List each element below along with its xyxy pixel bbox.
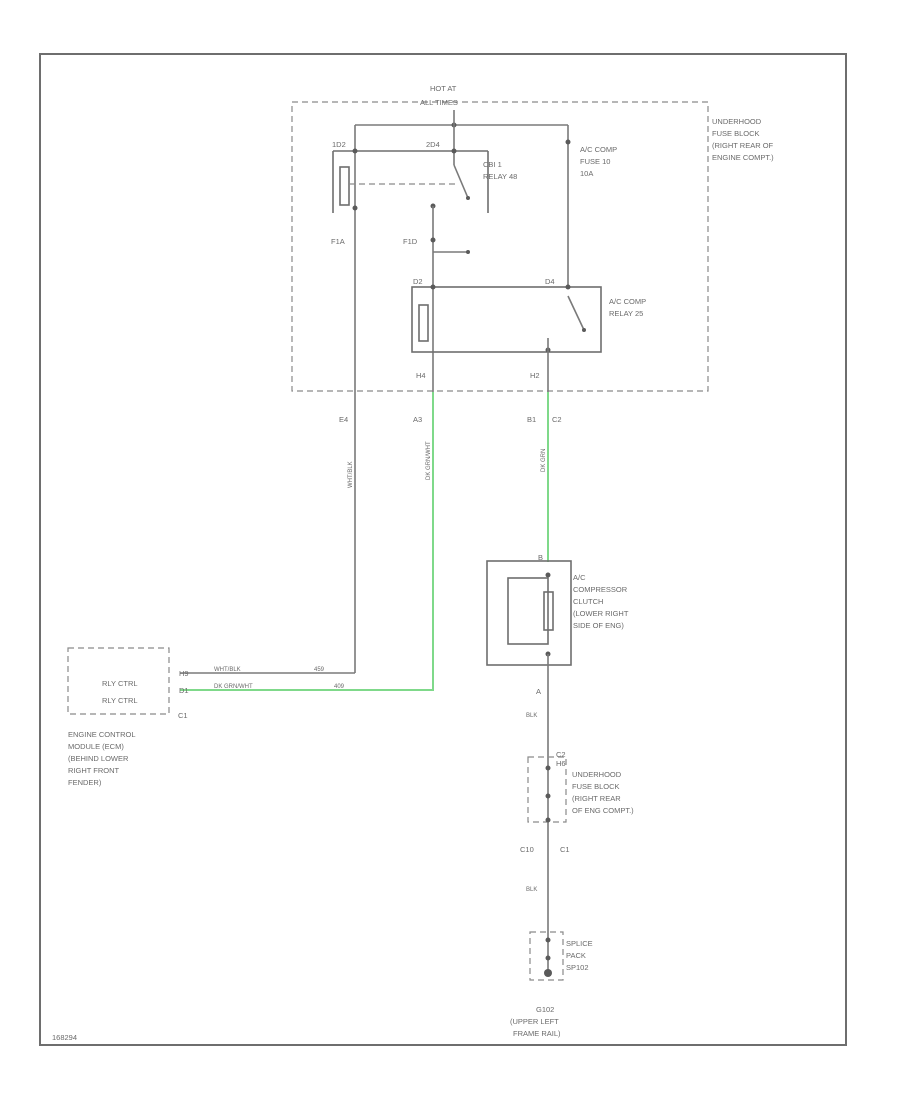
splice-name-1: SPLICE [566, 939, 593, 948]
ac-relay-coil [418, 304, 429, 342]
fuse-block-top-name-3: (RIGHT REAR OF [712, 141, 774, 150]
cbi-pin-bottom-left [352, 205, 358, 211]
wire-label-wht-blk: WHT/BLK [348, 461, 354, 488]
ac-fuse-line-2: FUSE 10 [580, 157, 610, 166]
bottom-block-h6: H6 [556, 759, 566, 768]
fuse-block-top-name-1: UNDERHOOD [712, 117, 762, 126]
bottom-block-c1: C1 [560, 845, 570, 854]
splice-name-3: SP102 [566, 963, 589, 972]
pin-f1d: F1D [403, 237, 418, 246]
diagram-frame [39, 53, 847, 1046]
ecm-name-5: FENDER) [68, 778, 102, 787]
splice-pin-mid [545, 955, 551, 961]
ac-clutch-pin-b [545, 572, 551, 578]
pin-d4: D4 [545, 277, 555, 286]
pin-h2: H2 [530, 371, 540, 380]
ecm-outline [67, 647, 170, 715]
ecm-name-1: ENGINE CONTROL [68, 730, 136, 739]
ac-relay-switch-arm [567, 295, 585, 331]
pin-f1a: F1A [331, 237, 345, 246]
ecm-name-3: (BEHIND LOWER [68, 754, 129, 763]
ac-clutch-pin-a-label: A [536, 687, 541, 696]
splice-pin-top [545, 937, 551, 943]
f1d-tap-end [466, 250, 470, 254]
ground-symbol [544, 969, 552, 977]
bottom-block-name-1: UNDERHOOD [572, 770, 622, 779]
ac-fuse-line-1: A/C COMP [580, 145, 617, 154]
bottom-block-name-2: FUSE BLOCK [572, 782, 620, 791]
hot-at-label-2: ALL TIMES [420, 98, 458, 107]
ac-relay-pin-right [565, 284, 571, 290]
fuse-block-top-name-4: ENGINE COMPT.) [712, 153, 774, 162]
ground-name-3: FRAME RAIL) [513, 1029, 561, 1038]
ac-relay-line-1: A/C COMP [609, 297, 646, 306]
cbi-relay-coil [339, 166, 350, 206]
wire-label-dk-grn-wht-h: DK GRN/WHT [214, 684, 253, 690]
bottom-block-name-4: OF ENG COMPT.) [572, 806, 634, 815]
circuit-459: 459 [314, 667, 325, 673]
wire-label-blk-2: BLK [526, 887, 537, 893]
f1d-pin [430, 237, 436, 243]
conn-c2: C2 [552, 415, 562, 424]
ac-clutch-inner [507, 577, 549, 645]
pin-1d2: 1D2 [332, 140, 346, 149]
ac-fuse-line-3: 10A [580, 169, 593, 178]
ground-name-1: G102 [536, 1005, 554, 1014]
ecm-name-2: MODULE (ECM) [68, 742, 124, 751]
cbi-relay-line-2: RELAY 48 [483, 172, 517, 181]
ac-fuse-pin [565, 139, 571, 145]
ac-clutch-name-1: A/C [573, 573, 586, 582]
bottom-block-pin-bottom [545, 817, 551, 823]
conn-e4: E4 [339, 415, 348, 424]
cbi-relay-contact [466, 196, 470, 200]
wire-label-blk-1: BLK [526, 713, 537, 719]
fuse-block-top-name-2: FUSE BLOCK [712, 129, 760, 138]
ac-relay-line-2: RELAY 25 [609, 309, 643, 318]
bottom-block-c10: C10 [520, 845, 534, 854]
underhood-fuse-block-top [291, 101, 709, 392]
cbi-pin-top-left [352, 148, 358, 154]
ac-relay-pin-left [430, 284, 436, 290]
ecm-rly-ctrl-2: RLY CTRL [102, 696, 138, 705]
ac-clutch-box [486, 560, 572, 666]
wire-label-wht-blk-h: WHT/BLK [214, 667, 241, 673]
bottom-block-c2: C2 [556, 750, 566, 759]
ecm-name-4: RIGHT FRONT [68, 766, 120, 775]
ecm-conn-c1: C1 [178, 711, 188, 720]
bottom-block-pin-mid [545, 793, 551, 799]
diagram-id: 168294 [52, 1033, 77, 1042]
bottom-block-pin-top [545, 765, 551, 771]
ecm-pin-d1: D1 [179, 686, 189, 695]
ac-clutch-coil [543, 591, 554, 631]
cbi-pin-top-mid [451, 148, 457, 154]
dk-grn-wht-wire [180, 392, 434, 691]
pin-2d4-cbi: 2D4 [426, 140, 440, 149]
wire-label-dk-grn: DK GRN [541, 449, 547, 472]
ac-comp-relay-box [411, 286, 602, 353]
pin-h4: H4 [416, 371, 426, 380]
ac-clutch-name-3: CLUTCH [573, 597, 603, 606]
pin-d2: D2 [413, 277, 423, 286]
splice-name-2: PACK [566, 951, 586, 960]
ac-relay-contact [582, 328, 586, 332]
conn-a3: A3 [413, 415, 422, 424]
wire-label-dk-grn-wht: DK GRN/WHT [426, 441, 432, 480]
hot-at-label: HOT AT [430, 84, 457, 93]
ecm-rly-ctrl-1: RLY CTRL [102, 679, 138, 688]
ac-clutch-name-5: SIDE OF ENG) [573, 621, 624, 630]
ac-clutch-name-2: COMPRESSOR [573, 585, 628, 594]
bottom-block-name-3: (RIGHT REAR [572, 794, 621, 803]
ac-clutch-pin-b-label: B [538, 553, 543, 562]
cbi-relay-switch-arm [453, 164, 469, 199]
ac-clutch-name-4: (LOWER RIGHT [573, 609, 629, 618]
ecm-pin-h9: H9 [179, 669, 189, 678]
ground-name-2: (UPPER LEFT [510, 1017, 559, 1026]
circuit-409: 409 [334, 684, 345, 690]
conn-b1: B1 [527, 415, 536, 424]
cbi-relay-line-1: CBI 1 [483, 160, 502, 169]
